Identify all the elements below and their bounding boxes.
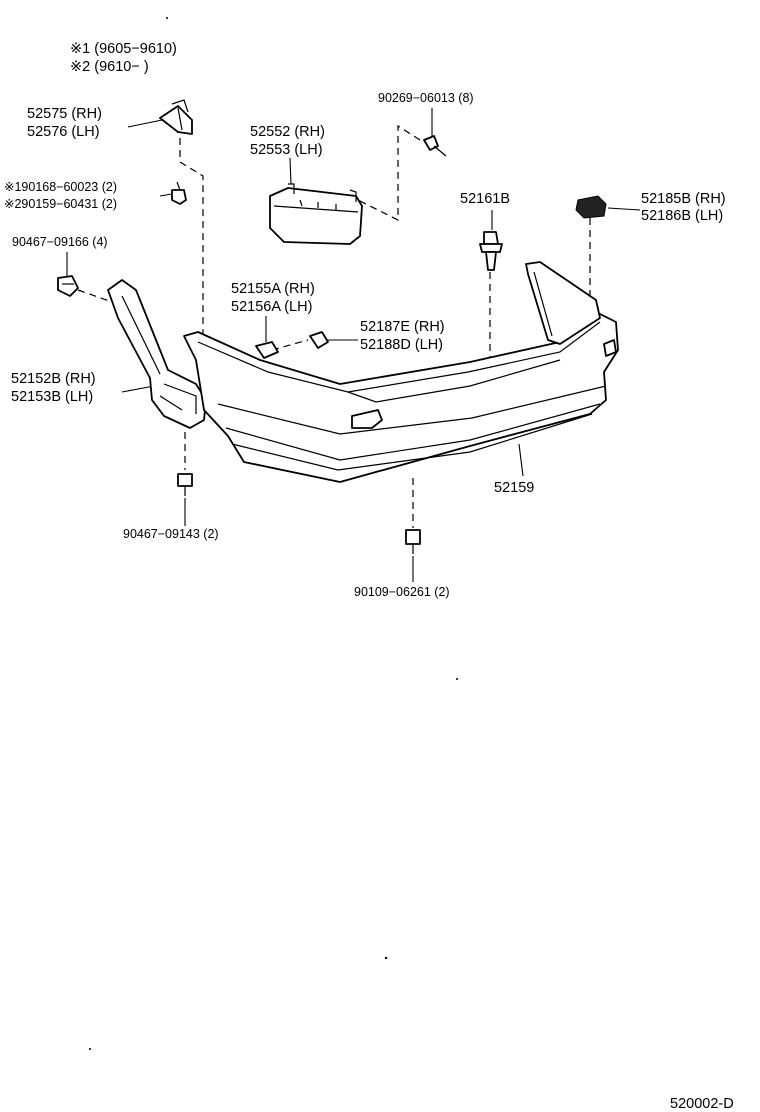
leader-52152b (121, 385, 155, 393)
label-52156a-lh: 52156A (LH) (231, 299, 312, 315)
label-90269-06013: 90269−06013 (8) (378, 91, 474, 105)
extension-52152b (107, 279, 207, 429)
label-52553-lh: 52553 (LH) (250, 142, 323, 158)
label-90168-60023: ※190168−60023 (2) (4, 180, 117, 194)
speck (166, 17, 168, 19)
label-52159: 52159 (494, 480, 534, 496)
leader-90168 (159, 193, 173, 197)
retainer-52187e (309, 331, 329, 349)
leader-52159 (518, 443, 524, 477)
leader-52575 (127, 119, 163, 128)
label-52155a-rh: 52155A (RH) (231, 281, 315, 297)
dash-retainer-to-bumper (179, 138, 204, 340)
bolt-90109-06261 (405, 529, 421, 554)
dash-clip-to-extension (77, 289, 113, 303)
speck (456, 678, 458, 680)
label-52187e-rh: 52187E (RH) (360, 319, 445, 335)
label-90159-60431: ※290159−60431 (2) (4, 197, 117, 211)
clip-90168 (171, 181, 187, 205)
leader-52552 (289, 157, 292, 185)
leader-52185b (607, 207, 641, 211)
label-52188d-lh: 52188D (LH) (360, 337, 443, 353)
speck (89, 1048, 91, 1050)
rivet-52161b (479, 231, 503, 271)
label-52161b: 52161B (460, 191, 510, 207)
label-52186b-lh: 52186B (LH) (641, 208, 723, 224)
bracket-52155a (255, 341, 279, 359)
bumper-cover-52159 (183, 261, 619, 483)
note-1: ※1 (9605−9610) (70, 41, 177, 57)
label-52185b-rh: 52185B (RH) (641, 191, 726, 207)
label-90467-09143: 90467−09143 (2) (123, 527, 219, 541)
retainer-52185b (575, 195, 607, 219)
dash-screw-to-cover (357, 124, 421, 221)
note-2: ※2 (9610− ) (70, 59, 149, 75)
dash-bracket-to-bumper (271, 339, 309, 351)
label-52576-lh: 52576 (LH) (27, 124, 100, 140)
clip-90467-09166 (57, 275, 79, 297)
cover-52552 (269, 183, 363, 245)
diagram-code: 520002-D (670, 1096, 734, 1112)
screw-90269-06013 (423, 135, 447, 157)
speck (384, 956, 388, 960)
label-52575-rh: 52575 (RH) (27, 106, 102, 122)
label-52153b-lh: 52153B (LH) (11, 389, 93, 405)
label-52552-rh: 52552 (RH) (250, 124, 325, 140)
label-90109-06261: 90109−06261 (2) (354, 585, 450, 599)
retainer-52575 (159, 99, 193, 135)
label-52152b-rh: 52152B (RH) (11, 371, 96, 387)
label-90467-09166: 90467−09166 (4) (12, 235, 108, 249)
bolt-90467-09143 (177, 473, 193, 496)
